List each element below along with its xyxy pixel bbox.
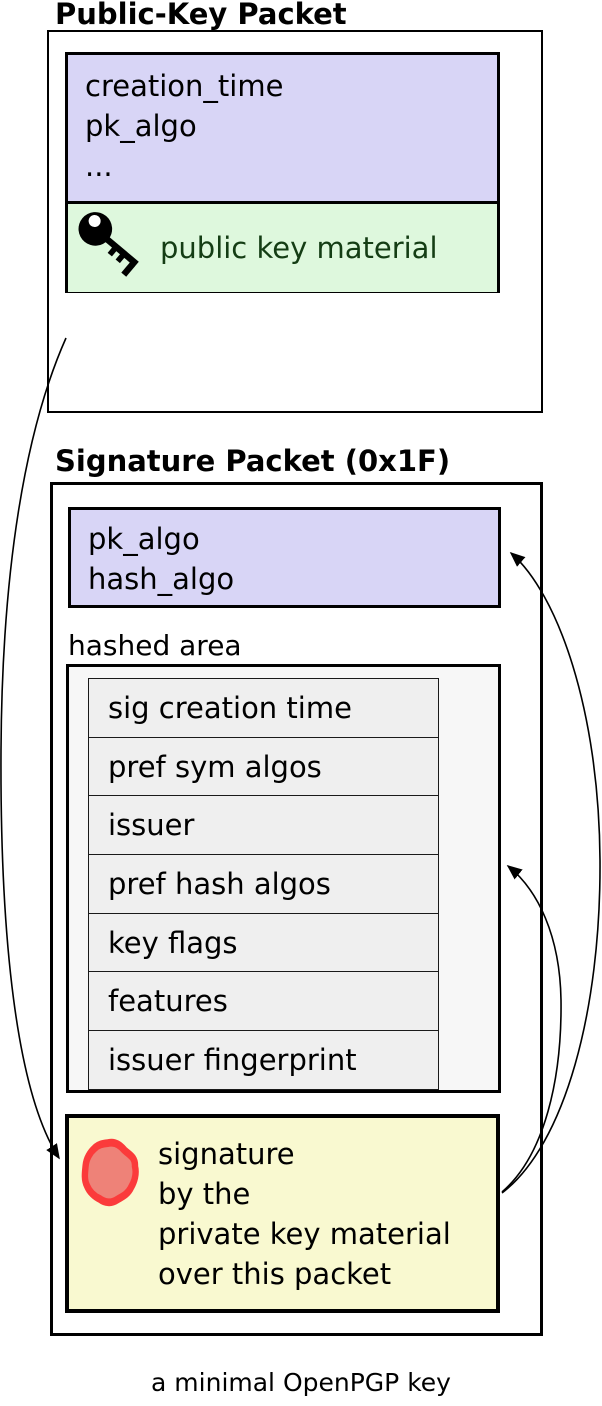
subpacket-row: key flags [88,913,439,973]
subpacket-row: issuer [88,796,439,856]
signature-algo-fields-box: pk_algo hash_algo [68,507,501,608]
subpacket-label: issuer fingerprint [108,1042,357,1077]
subpacket-label: sig creation time [108,690,352,725]
signature-packet-title: Signature Packet (0x1F) [55,444,451,478]
subpacket-label: issuer [108,808,195,843]
public-key-fields-box: creation_time pk_algo ... public key mat [65,52,500,293]
field-creation-time: creation_time [85,69,284,103]
figure-caption: a minimal OpenPGP key [151,1368,451,1397]
subpacket-label: pref sym algos [108,749,322,784]
subpacket-table: sig creation time pref sym algos issuer … [88,678,439,1090]
field-ellipsis: ... [85,149,113,183]
field-pk-algo: pk_algo [85,109,197,143]
public-key-material-section: public key material [68,204,497,292]
key-icon [75,204,155,292]
signature-line: by the [158,1177,251,1211]
field-sig-pk-algo: pk_algo [88,522,200,556]
signature-line: private key material [158,1217,451,1251]
subpacket-row: issuer fingerprint [88,1031,439,1090]
field-sig-hash-algo: hash_algo [88,562,235,596]
hashed-area-label: hashed area [68,629,242,662]
public-key-material-label: public key material [160,231,438,265]
subpacket-row: sig creation time [88,678,439,738]
public-key-header-fields: creation_time pk_algo ... [68,55,497,204]
signature-line: signature [158,1137,295,1171]
subpacket-label: key flags [108,925,238,960]
signature-line: over this packet [158,1257,392,1291]
subpacket-label: features [108,984,228,1019]
signature-description: signature by the private key material ov… [158,1134,451,1294]
subpacket-row: pref hash algos [88,855,439,914]
signature-value-box: signature by the private key material ov… [65,1114,500,1313]
subpacket-row: pref sym algos [88,737,439,797]
seal-icon [78,1135,142,1213]
public-key-packet-title: Public-Key Packet [55,0,347,31]
subpacket-label: pref hash algos [108,866,331,901]
subpacket-row: features [88,972,439,1032]
